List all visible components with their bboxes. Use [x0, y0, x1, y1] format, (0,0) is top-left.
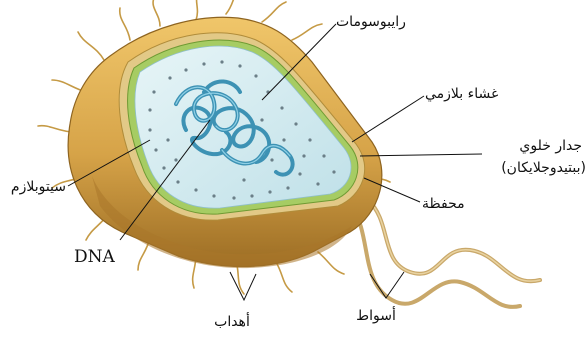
label-cell-wall-sub: (ببتيدوجلايكان): [501, 160, 586, 176]
label-capsule: محفظة: [422, 196, 465, 212]
label-flagella: أسواط: [356, 306, 396, 324]
flagella: [352, 200, 540, 307]
label-plasma-membrane: غشاء بلازمي: [425, 86, 498, 102]
pili-bracket: [230, 272, 256, 300]
label-dna: DNA: [74, 247, 116, 267]
label-cytoplasm: سيتوبلازم: [11, 179, 66, 195]
label-pili: أهداب: [214, 312, 250, 330]
plasma-membrane-leader: [352, 96, 424, 142]
label-ribosomes: رايبوسومات: [336, 14, 406, 30]
label-cell-wall: جدار خلوي: [519, 138, 582, 154]
